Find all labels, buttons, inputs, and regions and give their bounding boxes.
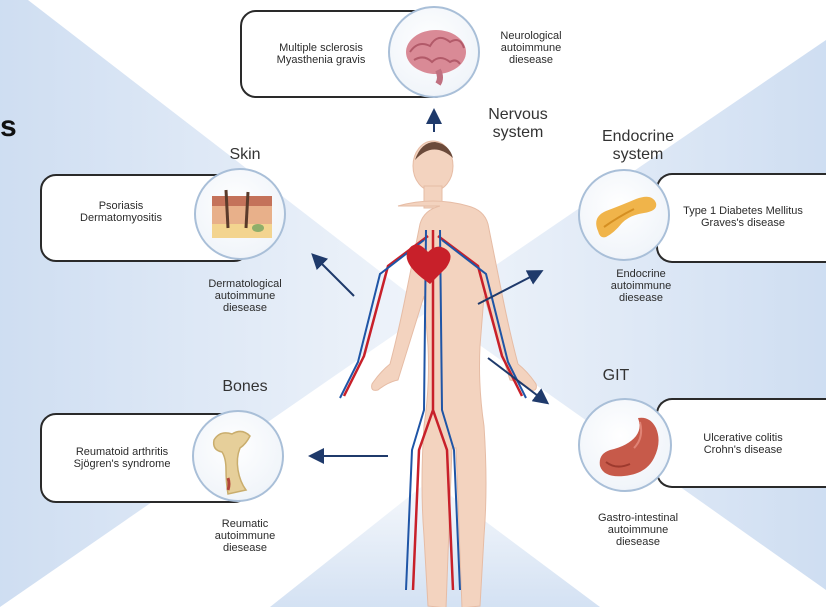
- disease-label: Sjögren's syndrome: [60, 458, 184, 470]
- title-line: system: [588, 146, 688, 164]
- endocrine-disease-list: Type 1 Diabetes Mellitus Graves's diseas…: [668, 205, 818, 229]
- disease-label: Type 1 Diabetes Mellitus: [668, 205, 818, 217]
- disease-label: Dermatomyositis: [62, 212, 180, 224]
- disease-label: Psoriasis: [62, 200, 180, 212]
- bones-title: Bones: [210, 378, 280, 396]
- disease-label: Graves's disease: [668, 217, 818, 229]
- category-line: autoimmune: [190, 290, 300, 302]
- disease-label: Ulcerative colitis: [668, 432, 818, 444]
- category-line: Reumatic: [200, 518, 290, 530]
- category-line: diesease: [190, 302, 300, 314]
- category-line: Gastro-intestinal: [576, 512, 700, 524]
- pancreas-icon: [580, 171, 670, 261]
- category-line: diesease: [576, 536, 700, 548]
- category-line: autoimmune: [596, 280, 686, 292]
- cropped-text-fragment: s: [0, 110, 17, 144]
- category-line: Endocrine: [596, 268, 686, 280]
- brain-circle: [388, 6, 480, 98]
- femur-icon: [194, 412, 284, 502]
- category-line: diesease: [596, 292, 686, 304]
- bones-disease-list: Reumatoid arthritis Sjögren's syndrome: [60, 446, 184, 470]
- skin-category: Dermatological autoimmune diesease: [190, 278, 300, 314]
- nervous-category: Neurological autoimmune diesease: [486, 30, 576, 66]
- git-category: Gastro-intestinal autoimmune diesease: [576, 512, 700, 548]
- title-line: Nervous: [468, 106, 568, 124]
- stomach-circle: [578, 398, 672, 492]
- disease-label: Crohn's disease: [668, 444, 818, 456]
- nervous-system-title: Nervous system: [468, 106, 568, 142]
- skin-disease-list: Psoriasis Dermatomyositis: [62, 200, 180, 224]
- brain-icon: [390, 8, 480, 98]
- category-line: autoimmune: [576, 524, 700, 536]
- category-line: diesease: [200, 542, 290, 554]
- stomach-icon: [580, 400, 672, 492]
- nervous-disease-list: Multiple sclerosis Myasthenia gravis: [262, 42, 380, 66]
- skin-layers-icon: [196, 170, 286, 260]
- skin-title: Skin: [215, 146, 275, 164]
- title-line: Endocrine: [588, 128, 688, 146]
- pancreas-circle: [578, 169, 670, 261]
- bone-circle: [192, 410, 284, 502]
- category-line: autoimmune: [486, 42, 576, 54]
- git-disease-list: Ulcerative colitis Crohn's disease: [668, 432, 818, 456]
- human-body-figure: [300, 140, 570, 607]
- bones-category: Reumatic autoimmune diesease: [200, 518, 290, 554]
- endocrine-system-title: Endocrine system: [588, 128, 688, 164]
- disease-label: Reumatoid arthritis: [60, 446, 184, 458]
- skin-circle: [194, 168, 286, 260]
- endocrine-category: Endocrine autoimmune diesease: [596, 268, 686, 304]
- git-title: GIT: [586, 367, 646, 385]
- category-line: diesease: [486, 54, 576, 66]
- category-line: autoimmune: [200, 530, 290, 542]
- category-line: Dermatological: [190, 278, 300, 290]
- disease-label: Myasthenia gravis: [262, 54, 380, 66]
- category-line: Neurological: [486, 30, 576, 42]
- disease-label: Multiple sclerosis: [262, 42, 380, 54]
